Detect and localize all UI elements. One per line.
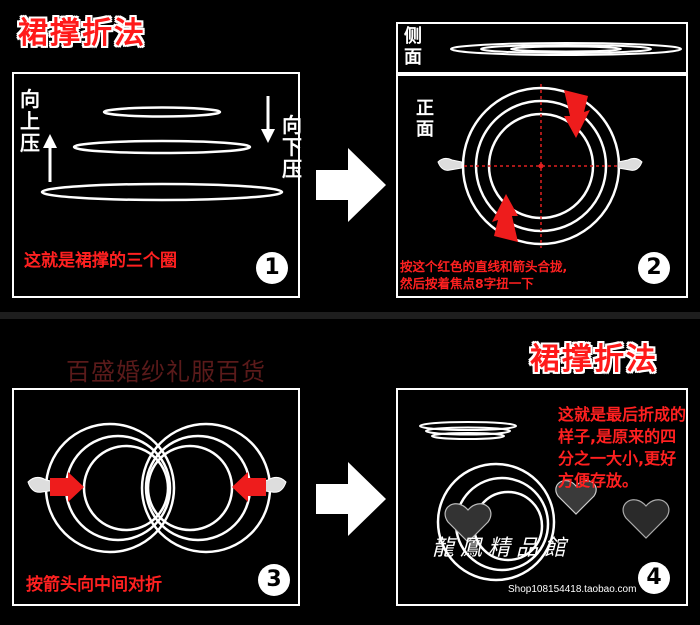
arrow-down-icon [261, 96, 275, 143]
caption-three-rings: 这就是裙撑的三个圈 [24, 251, 177, 271]
label-press-up: 向上压 [20, 87, 40, 155]
top-title: 裙撑折法 [18, 16, 146, 51]
caption-fold-middle: 按箭头向中间对折 [26, 575, 162, 595]
section-divider [0, 312, 700, 319]
shop-url: Shop108154418.taobao.com [508, 584, 637, 595]
front-rings-diagram [437, 84, 643, 248]
next-arrow-icon [316, 462, 386, 536]
folded-rings-diagram [27, 422, 287, 554]
label-side: 侧面 [404, 26, 422, 68]
signature-text: 龍鳳精品館 [432, 536, 573, 561]
label-front: 正面 [416, 98, 434, 140]
panel-three-rings: 向上压 向下压 这就是裙撑的三个圈 1 [12, 72, 302, 298]
side-rings [450, 42, 682, 56]
panel-side-view: 侧面 [396, 22, 688, 74]
three-rings [40, 106, 284, 202]
caption-final-result: 这就是最后折成的样子,是原来的四分之一大小,更好方便存放。 [558, 405, 687, 490]
panel-final-result: 这就是最后折成的样子,是原来的四分之一大小,更好方便存放。 龍鳳精品館 4 Sh… [396, 388, 688, 606]
panel-front-view: 正面 按这个红色的直线和箭头合拢, 然后按着焦点8字扭一下 2 [396, 74, 688, 298]
bottom-title: 裙撑折法 [530, 342, 658, 377]
step-badge-1: 1 [256, 252, 288, 284]
label-press-down: 向下压 [282, 113, 302, 181]
step-badge-2: 2 [638, 252, 670, 284]
caption-line-1: 按这个红色的直线和箭头合拢, [400, 259, 568, 274]
final-folded-rings [419, 421, 670, 582]
step-badge-4: 4 [638, 562, 670, 594]
step-badge-3: 3 [258, 564, 290, 596]
panel-fold-middle: 按箭头向中间对折 3 [12, 388, 300, 606]
watermark-text: 百盛婚纱礼服百货 [66, 358, 266, 386]
next-arrow-icon [316, 148, 386, 222]
arrow-up-icon [43, 134, 57, 182]
heart-icon [444, 503, 492, 543]
caption-fold-instructions: 按这个红色的直线和箭头合拢, 然后按着焦点8字扭一下 [400, 258, 567, 292]
caption-line-2: 然后按着焦点8字扭一下 [400, 276, 534, 291]
